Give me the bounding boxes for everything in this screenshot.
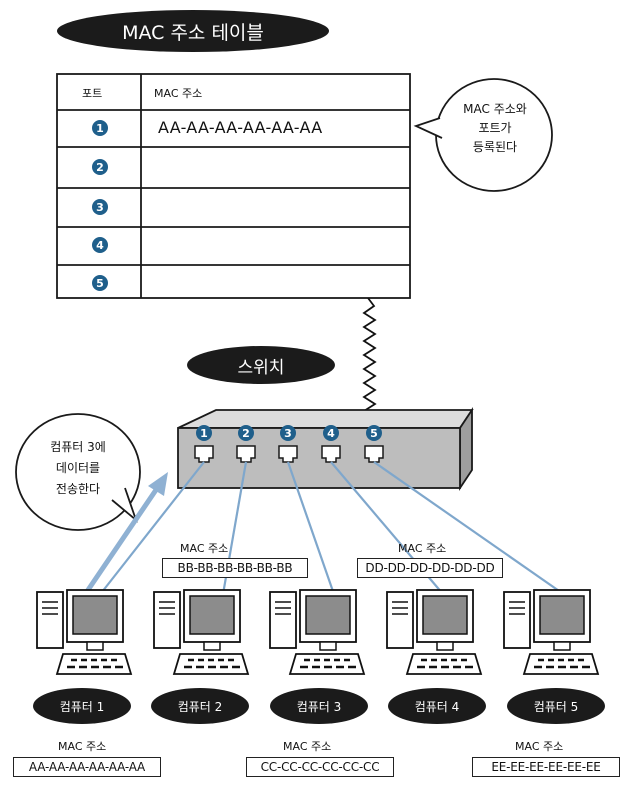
table-title-pill: MAC 주소 테이블 <box>57 10 329 52</box>
mac-address-pc2: BB-BB-BB-BB-BB-BB <box>162 558 308 578</box>
computer-4-label-pill: 컴퓨터 4 <box>388 688 486 724</box>
computer-2-icon <box>153 589 250 675</box>
ethernet-port-5 <box>364 445 384 463</box>
switch-port-number-3: 3 <box>284 427 292 440</box>
switch-port-badge-2 <box>238 425 254 441</box>
register-speech-bubble <box>413 78 553 192</box>
computer-1-icon <box>36 589 133 675</box>
switch-port-number-4: 4 <box>327 427 335 440</box>
computer-2-label: 컴퓨터 2 <box>177 699 223 714</box>
mac-address-pc4: DD-DD-DD-DD-DD-DD <box>357 558 503 578</box>
computer-5-icon <box>503 589 600 675</box>
table-header-mac: MAC 주소 <box>154 87 203 100</box>
ethernet-port-3 <box>278 445 298 463</box>
port-badge-3: 3 <box>92 199 108 215</box>
switch-port-number-2: 2 <box>242 427 250 440</box>
switch-port-badge-3 <box>280 425 296 441</box>
mac-address-pc5: EE-EE-EE-EE-EE-EE <box>472 757 620 777</box>
mac-label-pc3: MAC 주소 <box>283 740 332 753</box>
table-title: MAC 주소 테이블 <box>122 21 264 44</box>
switch-label: 스위치 <box>237 357 285 378</box>
send-bubble-text: 컴퓨터 3에 데이터를 전송한다 <box>50 440 106 496</box>
mac-label-pc1: MAC 주소 <box>58 740 107 753</box>
computer-4-label: 컴퓨터 4 <box>414 699 460 714</box>
computer-3-icon <box>269 589 366 675</box>
switch-label-pill: 스위치 <box>187 346 335 384</box>
port-badge-4: 4 <box>92 237 108 253</box>
port-badge-5: 5 <box>92 275 108 291</box>
computer-5-label: 컴퓨터 5 <box>533 699 579 714</box>
switch-port-badge-4 <box>323 425 339 441</box>
computer-1-label-pill: 컴퓨터 1 <box>33 688 131 724</box>
mac-label-pc5: MAC 주소 <box>515 740 564 753</box>
register-bubble-text: MAC 주소와 포트가 등록된다 <box>463 102 527 154</box>
switch-port-number-1: 1 <box>200 427 208 440</box>
switch-port-badge-1 <box>196 425 212 441</box>
computer-2-label-pill: 컴퓨터 2 <box>151 688 249 724</box>
mac-address-pc1: AA-AA-AA-AA-AA-AA <box>13 757 161 777</box>
mac-label-pc4: MAC 주소 <box>398 542 447 555</box>
mac-address-pc3: CC-CC-CC-CC-CC-CC <box>246 757 394 777</box>
ethernet-port-1 <box>194 445 214 463</box>
table-header-port: 포트 <box>82 87 103 100</box>
zigzag-link <box>362 297 377 427</box>
port-badge-1: 1 <box>92 120 108 136</box>
mac-label-pc2: MAC 주소 <box>180 542 229 555</box>
switch-device <box>177 407 474 491</box>
table-row-1-mac: AA-AA-AA-AA-AA-AA <box>158 118 323 137</box>
port-badge-2: 2 <box>92 159 108 175</box>
computer-3-label: 컴퓨터 3 <box>296 699 342 714</box>
computer-1-label: 컴퓨터 1 <box>59 699 105 714</box>
computer-4-icon <box>386 589 483 675</box>
send-arrow <box>85 481 163 593</box>
ethernet-port-2 <box>236 445 256 463</box>
ethernet-port-4 <box>321 445 341 463</box>
switch-port-badge-5 <box>366 425 382 441</box>
computer-5-label-pill: 컴퓨터 5 <box>507 688 605 724</box>
switch-port-number-5: 5 <box>370 427 378 440</box>
computer-3-label-pill: 컴퓨터 3 <box>270 688 368 724</box>
